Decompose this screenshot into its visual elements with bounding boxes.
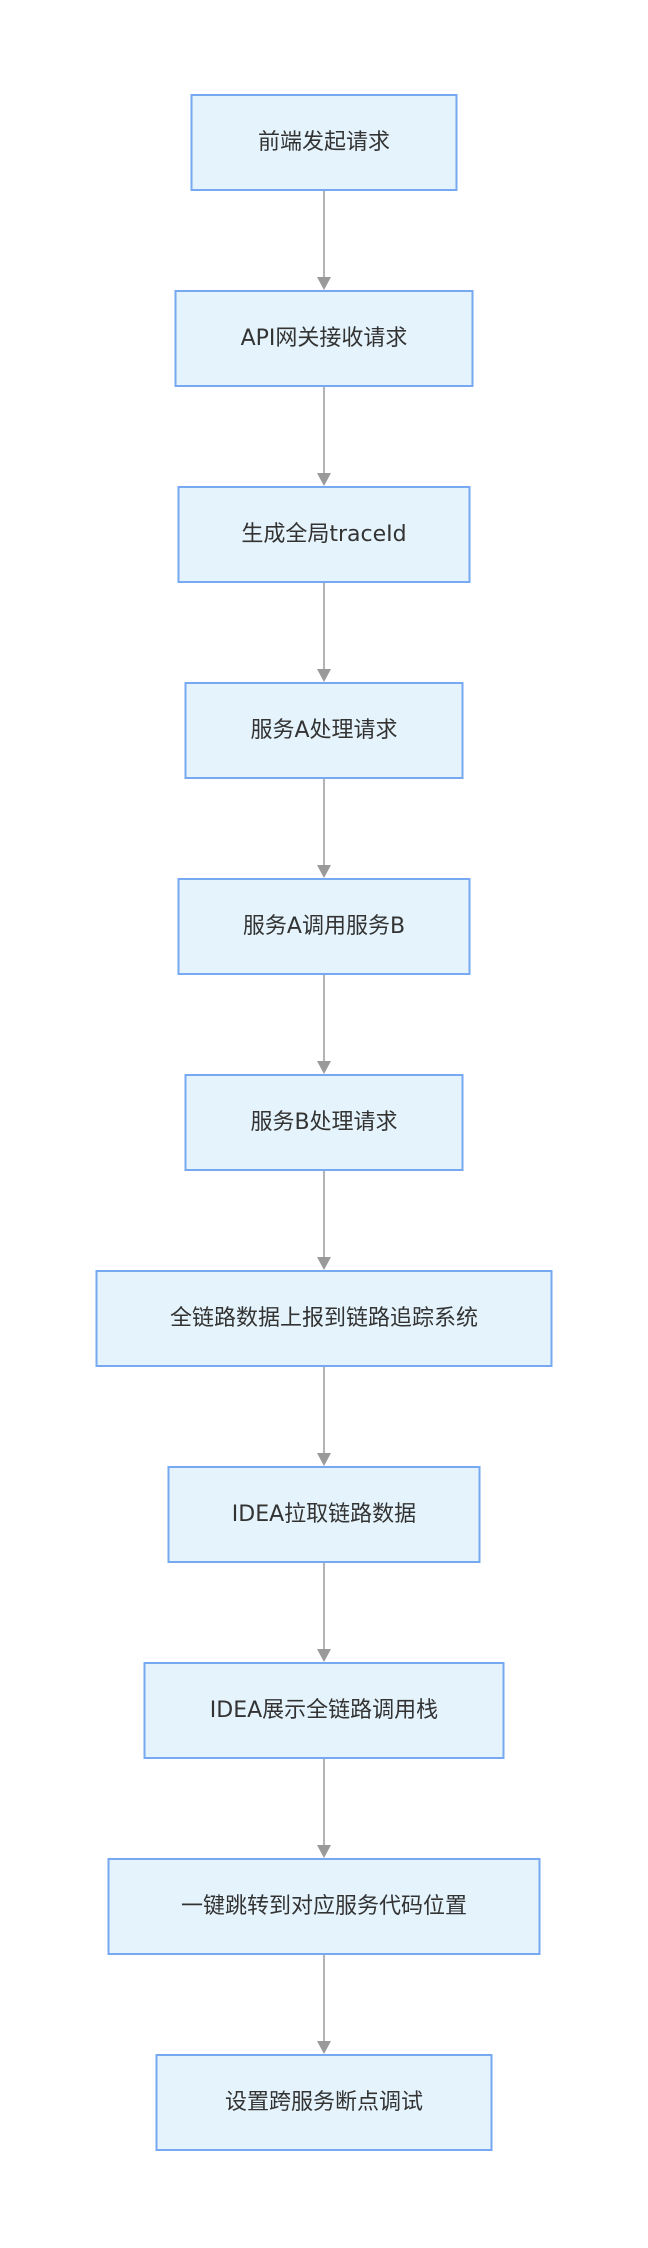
flow-node-label: 全链路数据上报到链路追踪系统 [170, 1306, 478, 1331]
flow-edge-10 [317, 1954, 331, 2054]
arrowhead-icon [317, 865, 331, 878]
arrowhead-icon [317, 277, 331, 290]
arrowhead-icon [317, 1845, 331, 1858]
arrowhead-icon [317, 669, 331, 682]
flow-node-7: 全链路数据上报到链路追踪系统 [95, 1270, 553, 1367]
flow-node-label: 服务A调用服务B [243, 914, 405, 939]
flow-node-label: 生成全局traceId [241, 522, 406, 547]
arrowhead-icon [317, 2041, 331, 2054]
flow-node-label: IDEA拉取链路数据 [232, 1502, 416, 1527]
flow-node-11: 设置跨服务断点调试 [155, 2054, 493, 2151]
flow-node-3: 生成全局traceId [177, 486, 471, 583]
flow-edge-6 [317, 1170, 331, 1270]
flow-node-box [177, 486, 471, 583]
flow-edge-8 [317, 1562, 331, 1662]
flow-node-label: 前端发起请求 [258, 130, 390, 155]
flow-node-box [95, 1270, 553, 1367]
flow-node-box [184, 1074, 464, 1171]
flow-edge-4 [317, 778, 331, 878]
flow-edge-1 [317, 190, 331, 290]
flow-node-box [155, 2054, 493, 2151]
flow-node-label: IDEA展示全链路调用栈 [210, 1698, 438, 1723]
flow-node-2: API网关接收请求 [174, 290, 474, 387]
flow-node-label: 一键跳转到对应服务代码位置 [181, 1894, 467, 1919]
flow-node-5: 服务A调用服务B [177, 878, 471, 975]
flow-node-box [184, 682, 464, 779]
arrowhead-icon [317, 473, 331, 486]
flow-edge-3 [317, 582, 331, 682]
flow-edge-7 [317, 1366, 331, 1466]
flow-node-9: IDEA展示全链路调用栈 [143, 1662, 505, 1759]
flow-edge-9 [317, 1758, 331, 1858]
flow-node-label: API网关接收请求 [241, 326, 408, 351]
arrowhead-icon [317, 1257, 331, 1270]
flow-node-6: 服务B处理请求 [184, 1074, 464, 1171]
flow-edge-2 [317, 386, 331, 486]
flow-node-label: 服务B处理请求 [250, 1110, 397, 1135]
flow-node-box [167, 1466, 481, 1563]
flow-node-box [143, 1662, 505, 1759]
flow-node-8: IDEA拉取链路数据 [167, 1466, 481, 1563]
arrowhead-icon [317, 1061, 331, 1074]
arrowhead-icon [317, 1453, 331, 1466]
flow-node-1: 前端发起请求 [190, 94, 458, 191]
flow-node-box [107, 1858, 541, 1955]
flow-node-label: 设置跨服务断点调试 [225, 2090, 423, 2115]
flow-node-box [190, 94, 458, 191]
edges-layer [317, 190, 331, 2054]
arrowhead-icon [317, 1649, 331, 1662]
flow-node-box [177, 878, 471, 975]
flow-edge-5 [317, 974, 331, 1074]
flow-node-label: 服务A处理请求 [250, 718, 397, 743]
flow-node-box [174, 290, 474, 387]
flow-node-4: 服务A处理请求 [184, 682, 464, 779]
flow-node-10: 一键跳转到对应服务代码位置 [107, 1858, 541, 1955]
